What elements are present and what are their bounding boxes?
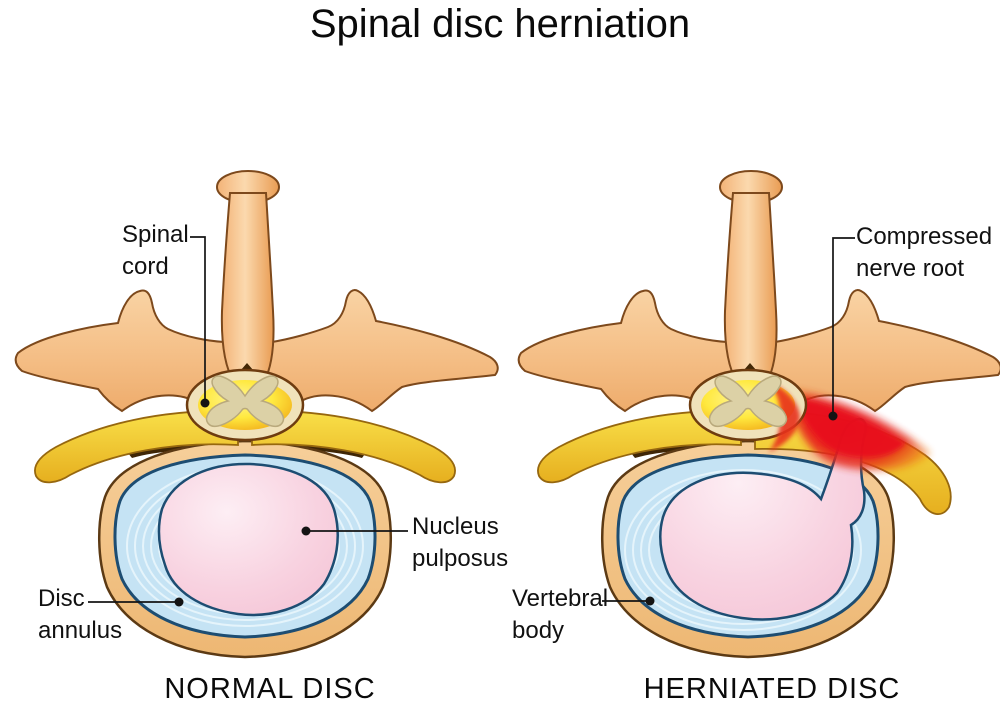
- label-vertebral-body: Vertebral body: [512, 585, 609, 644]
- herniated-nucleus-pulposus-shape: [659, 417, 867, 621]
- spinous-process-stalk: [220, 192, 275, 386]
- caption-normal-disc: NORMAL DISC: [164, 673, 376, 705]
- label-spinal-cord: Spinal cord: [122, 221, 189, 280]
- gray-matter-butterfly: [205, 375, 285, 428]
- nucleus-pulposus-shape: [157, 462, 339, 617]
- spinal-nerve-right: [251, 409, 456, 484]
- label-compressed-nerve-root: Compressed nerve root: [856, 223, 993, 282]
- spinous-process-stalk: [723, 192, 778, 386]
- label-disc-annulus: Disc annulus: [38, 585, 123, 644]
- spinal-nerve-left: [34, 409, 239, 484]
- compressed-nerve-root-inflammation: [785, 389, 931, 471]
- spinal-nerve-left: [537, 409, 742, 484]
- spinal-cord-cross-section: [688, 368, 808, 452]
- caption-herniated-disc: HERNIATED DISC: [643, 673, 901, 705]
- spinal-cord-cross-section: [185, 368, 305, 442]
- normal-disc-figure: [14, 170, 499, 659]
- page-title: Spinal disc herniation: [309, 2, 691, 46]
- herniated-disc-figure: [517, 170, 1000, 659]
- gray-matter-butterfly: [708, 375, 788, 428]
- label-nucleus-pulposus: Nucleus pulposus: [412, 513, 509, 572]
